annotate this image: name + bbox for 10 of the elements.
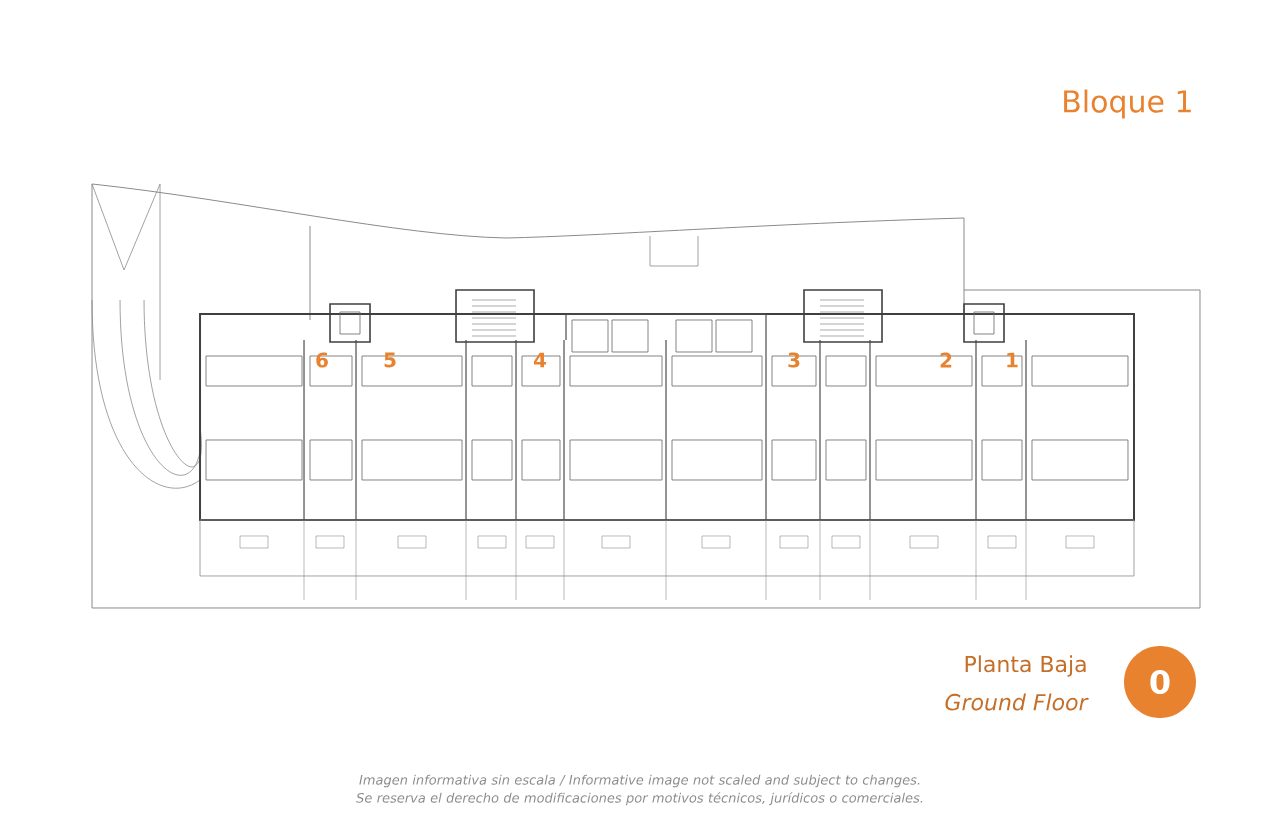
unit-number: 4 bbox=[533, 352, 547, 368]
floor-name: Ground Floor bbox=[945, 693, 1089, 711]
floor-name: Planta Baja bbox=[965, 655, 1086, 677]
unit-number: 1 bbox=[1007, 352, 1018, 368]
unit-number: 5 bbox=[384, 352, 396, 368]
unit-number: 2 bbox=[940, 352, 952, 368]
title: Bloque 1 bbox=[1064, 89, 1191, 119]
unit-number: 3 bbox=[788, 352, 800, 368]
unit-number: 6 bbox=[316, 352, 328, 368]
floor-badge: 0 bbox=[1124, 646, 1196, 718]
